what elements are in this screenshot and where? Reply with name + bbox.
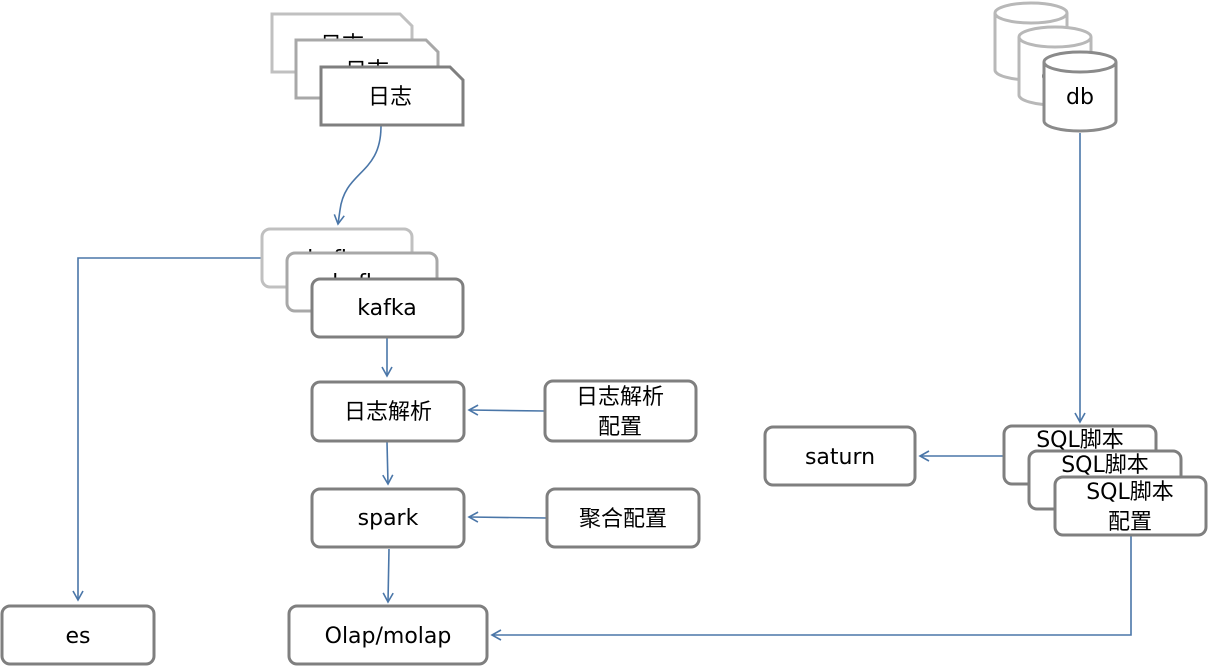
arrow-kafka-to-es	[72, 257, 262, 602]
sql-script-stack: SQL脚本 SQL脚本 SQL脚本 配置	[1002, 424, 1208, 537]
db-stack: db db db	[993, 1, 1118, 133]
db-label: db	[1066, 85, 1094, 110]
olap-node: Olap/molap	[287, 604, 489, 666]
saturn-node: saturn	[763, 425, 917, 487]
log-parse-config-node: 日志解析 配置	[543, 379, 698, 443]
arrow-aggregate-config-to-spark	[467, 511, 548, 523]
kafka-node	[310, 277, 465, 339]
log-parse-config-label-line1: 日志解析	[576, 385, 664, 410]
sql-script-config-node	[1053, 475, 1208, 537]
connectors	[72, 125, 1132, 641]
saturn-label: saturn	[805, 445, 875, 470]
aggregate-config-node: 聚合配置	[545, 487, 701, 549]
kafka-stack: kafka kafka kafka	[260, 227, 465, 339]
sql-script-mid-label: SQL脚本	[1061, 453, 1149, 478]
arrow-log-parse-to-spark	[382, 441, 394, 486]
sql-script-config-label-line1: SQL脚本	[1086, 480, 1174, 505]
arrow-log-to-kafka	[333, 125, 382, 226]
log-parse-node: 日志解析	[310, 380, 466, 443]
log-source-node	[319, 65, 465, 127]
db-node	[1042, 62, 1118, 133]
kafka-label: kafka	[357, 296, 416, 321]
aggregate-config-label: 聚合配置	[579, 507, 667, 532]
log-parse-config-label-line2: 配置	[598, 415, 642, 440]
spark-node: spark	[310, 487, 466, 549]
sql-script-config-label-line2: 配置	[1108, 510, 1152, 535]
olap-label: Olap/molap	[325, 624, 452, 649]
log-parse-label: 日志解析	[344, 400, 432, 425]
sql-script-back-label: SQL脚本	[1036, 428, 1124, 453]
arrow-parse-config-to-log-parse	[467, 404, 546, 416]
arrow-sql-config-to-olap	[490, 536, 1132, 641]
es-node: es	[0, 604, 156, 666]
log-source-stack: 日志 日志 日志	[270, 12, 465, 127]
spark-label: spark	[358, 506, 419, 531]
arrow-spark-to-olap	[382, 548, 394, 604]
es-label: es	[66, 624, 91, 649]
log-source-label: 日志	[368, 85, 412, 110]
